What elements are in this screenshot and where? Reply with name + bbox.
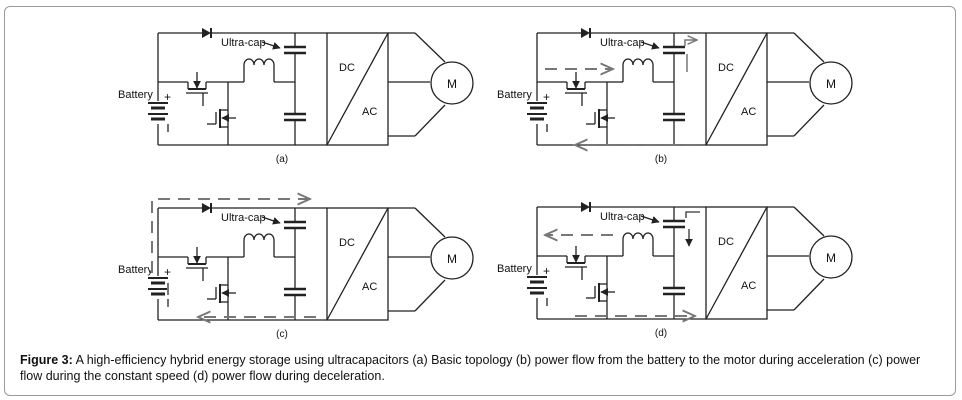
caption-text: A high-efficiency hybrid energy storage …: [20, 353, 921, 383]
circuit-diagram: Battery+Ultra-capDCACM(a)Battery+Ultra-c…: [118, 28, 853, 340]
battery-label: Battery: [118, 89, 153, 101]
converter-diagonal: [705, 206, 768, 320]
mosfet-lower-icon: [586, 109, 615, 128]
battery-icon: [148, 102, 168, 121]
capacitor-icon: [663, 286, 685, 296]
dc-label: DC: [339, 237, 355, 249]
diode-icon: [581, 28, 590, 38]
converter-diagonal: [326, 207, 389, 321]
mosfet-upper-icon: [186, 72, 208, 106]
ultracap-capacitor-icon: [663, 219, 685, 229]
dc-ac-converter-box: [326, 207, 389, 321]
mosfet-lower-icon: [207, 109, 236, 128]
diode-icon: [202, 203, 211, 213]
mosfet-upper-icon: [186, 247, 208, 281]
motor-icon: [809, 61, 853, 105]
ac-label: AC: [741, 106, 756, 118]
ultracap-capacitor-icon: [663, 45, 685, 55]
figure-frame: [4, 6, 956, 396]
dc-label: DC: [339, 62, 355, 74]
dc-ac-converter-box: [705, 206, 768, 320]
ultracap-label: Ultra-cap: [600, 37, 645, 49]
motor-wire-top: [414, 32, 446, 63]
motor-label: M: [826, 251, 836, 265]
inductor-icon: [622, 232, 654, 240]
ultracap-pointer: [640, 215, 660, 224]
motor-wire-top: [414, 207, 446, 238]
motor-wire-bottom: [414, 104, 446, 137]
motor-wire-top: [793, 206, 825, 237]
ultracap-pointer: [640, 41, 660, 50]
ultracap-pointer: [261, 41, 281, 50]
inductor-icon: [243, 58, 275, 66]
panel-label-d: (d): [655, 328, 667, 339]
battery-plus-label: +: [543, 264, 550, 278]
mosfet-lower-icon: [586, 283, 615, 302]
motor-wire-bottom: [414, 279, 446, 312]
capacitor-icon: [284, 112, 306, 122]
power-flow-arrow: [684, 40, 697, 46]
converter-diagonal: [705, 32, 768, 146]
capacitor-icon: [284, 287, 306, 297]
power-flow-arrow: [685, 211, 700, 218]
battery-icon: [527, 102, 547, 121]
ultracap-label: Ultra-cap: [221, 212, 266, 224]
figure-caption: Figure 3: A high-efficiency hybrid energ…: [20, 352, 945, 384]
converter-diagonal: [326, 32, 389, 146]
panel-label-a: (a): [276, 154, 288, 165]
mosfet-upper-icon: [565, 72, 587, 106]
ac-label: AC: [741, 280, 756, 292]
battery-label: Battery: [118, 264, 153, 276]
motor-wire-top: [793, 32, 825, 63]
battery-plus-label: +: [543, 90, 550, 104]
dc-ac-converter-box: [705, 32, 768, 146]
battery-label: Battery: [497, 263, 532, 275]
motor-label: M: [447, 77, 457, 91]
battery-plus-label: +: [164, 90, 171, 104]
capacitor-icon: [663, 112, 685, 122]
motor-wire-bottom: [793, 278, 825, 311]
motor-icon: [809, 235, 853, 279]
panel-label-c: (c): [276, 329, 288, 340]
motor-label: M: [826, 77, 836, 91]
diode-icon: [581, 202, 590, 212]
ultracap-capacitor-icon: [284, 220, 306, 230]
dc-label: DC: [718, 62, 734, 74]
motor-wire-bottom: [793, 104, 825, 137]
caption-label: Figure 3:: [20, 353, 73, 367]
mosfet-upper-icon: [565, 246, 587, 280]
battery-label: Battery: [497, 89, 532, 101]
mosfet-lower-icon: [207, 284, 236, 303]
motor-icon: [430, 236, 474, 280]
ultracap-label: Ultra-cap: [600, 211, 645, 223]
motor-label: M: [447, 252, 457, 266]
dc-ac-converter-box: [326, 32, 389, 146]
battery-icon: [148, 277, 168, 296]
ultracap-pointer: [261, 216, 281, 225]
ac-label: AC: [362, 106, 377, 118]
power-flow-arrow: [151, 199, 310, 273]
panel-label-b: (b): [655, 154, 667, 165]
motor-icon: [430, 61, 474, 105]
ac-label: AC: [362, 281, 377, 293]
ultracap-label: Ultra-cap: [221, 37, 266, 49]
battery-plus-label: +: [164, 265, 171, 279]
diode-icon: [202, 28, 211, 38]
dc-label: DC: [718, 236, 734, 248]
inductor-icon: [622, 58, 654, 66]
ultracap-capacitor-icon: [284, 45, 306, 55]
battery-icon: [527, 276, 547, 295]
inductor-icon: [243, 233, 275, 241]
